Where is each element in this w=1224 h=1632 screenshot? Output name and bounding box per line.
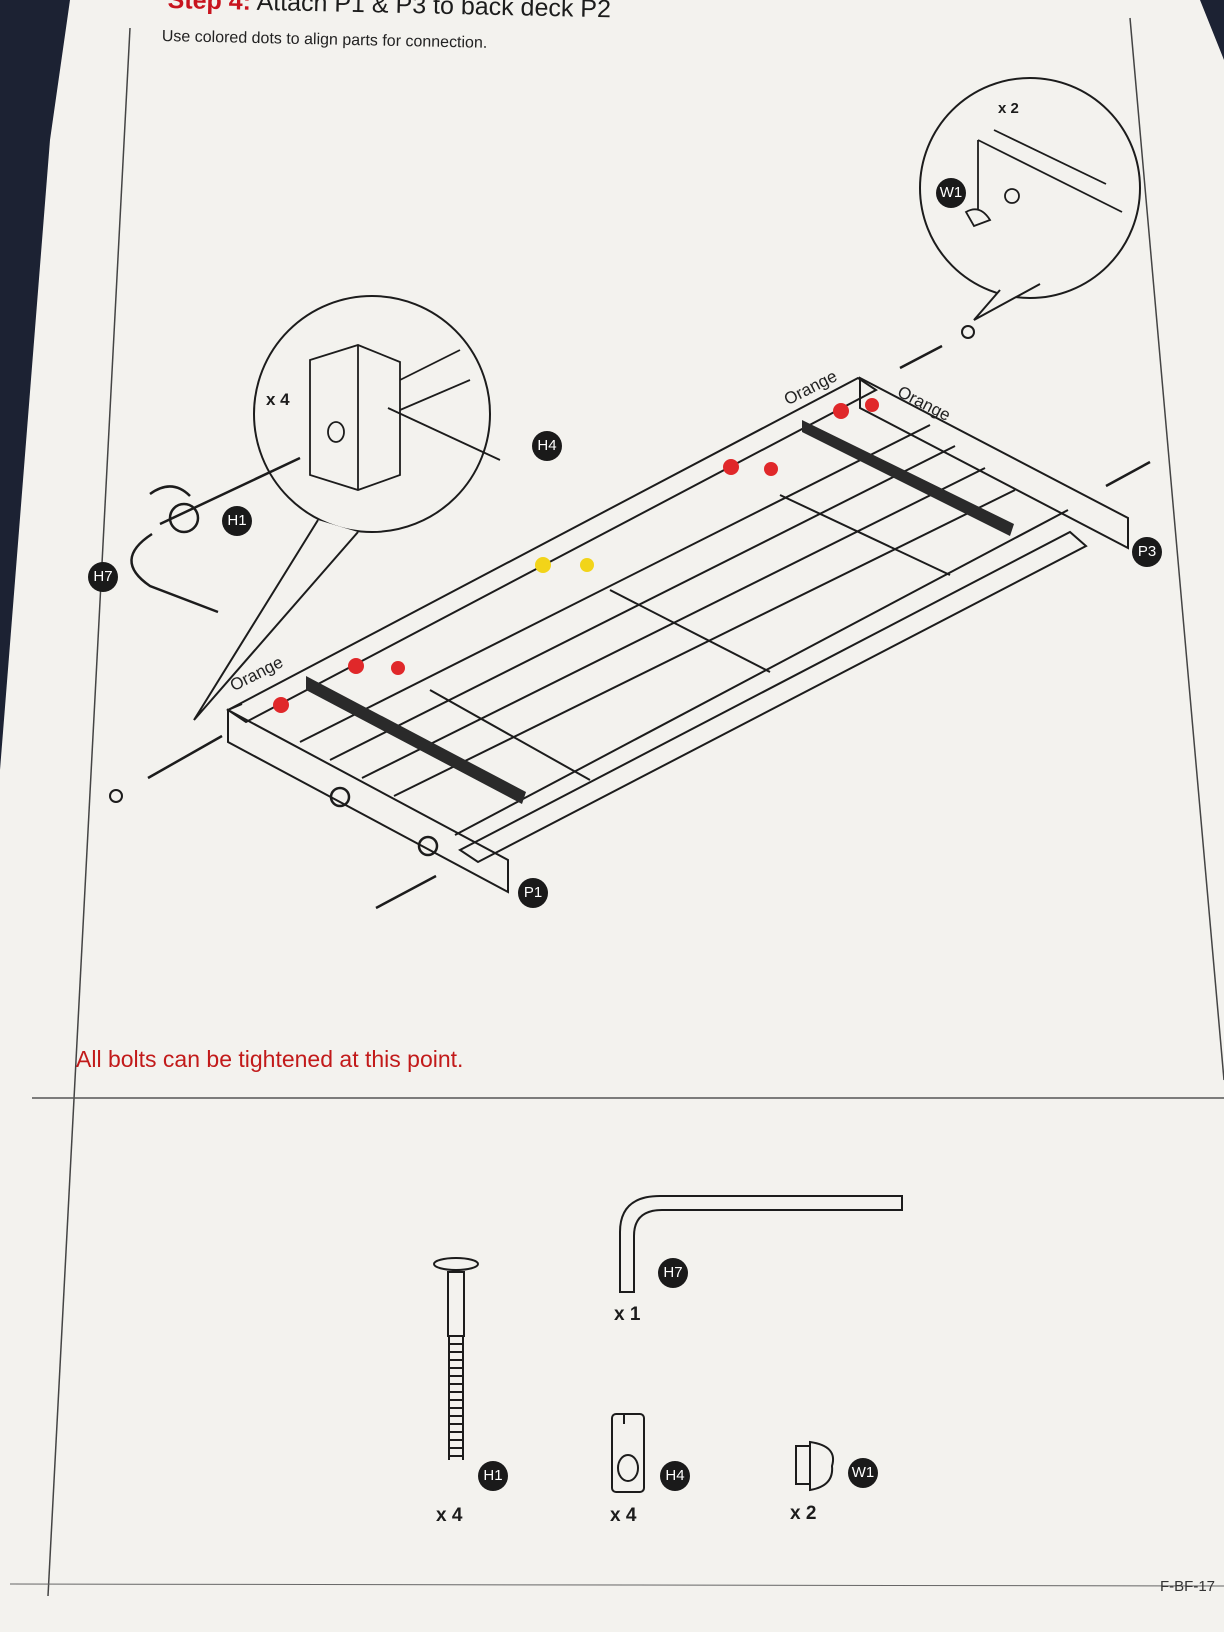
bolt-p3-top: [899, 344, 943, 370]
step-instruction: Use colored dots to align parts for conn…: [161, 28, 488, 52]
step-title: Attach P1 & P3 to back deck P2: [256, 0, 612, 24]
hardware-w1-cap: [795, 1440, 834, 1492]
dot-red: [273, 697, 289, 713]
footer-rule: [9, 1583, 1224, 1587]
part-badge-p1: P1: [518, 878, 548, 908]
center-beam-left: [306, 676, 526, 804]
slat-rail-4: [393, 489, 1016, 797]
barrel-nut-1: [329, 786, 351, 808]
hardware-badge-h4: H4: [660, 1461, 690, 1491]
part-badge-h4: H4: [532, 431, 562, 461]
tighten-note: All bolts can be tightened at this point…: [76, 1046, 464, 1072]
step-label: Step 4:: [167, 0, 252, 16]
end-panel-p1: [227, 708, 509, 894]
color-dots: [273, 398, 879, 713]
part-badge-w1: W1: [936, 178, 966, 208]
dot-red: [865, 398, 879, 412]
hardware-badge-w1: W1: [848, 1458, 878, 1488]
dot-yellow: [535, 557, 551, 573]
hardware-qty-h4: x 4: [610, 1505, 637, 1526]
dot-red: [391, 661, 405, 675]
detail-left-quantity: x 4: [266, 390, 290, 409]
end-panel-p1-edge: [227, 703, 243, 711]
dot-red: [348, 658, 364, 674]
side-rail-front: [226, 376, 878, 724]
bolt-p3-right: [1105, 460, 1151, 488]
page-border: [47, 27, 131, 1597]
detail-right-quantity: x 2: [998, 100, 1019, 117]
barrel-nut-2: [417, 835, 439, 857]
bed-frame-drawing: [226, 376, 1129, 894]
hardware-qty-w1: x 2: [790, 1503, 817, 1524]
callout-pointer-left: [193, 519, 359, 721]
callout-pointer-right: [973, 283, 1041, 321]
part-badge-p3: P3: [1132, 537, 1162, 567]
side-rail-back-top: [454, 509, 1069, 836]
slat-rail-1: [299, 424, 931, 743]
hardware-badge-h1: H1: [478, 1461, 508, 1491]
detail-left-art: [309, 344, 501, 491]
step-heading: Step 4: Attach P1 & P3 to back deck P2: [167, 0, 611, 24]
color-label-orange: Orange: [226, 652, 287, 696]
hardware-h4-nut: [611, 1413, 645, 1493]
slat-rail-3: [361, 467, 986, 779]
slat-rail-2: [329, 445, 956, 761]
color-label-orange: Orange: [780, 366, 841, 410]
dot-red: [723, 459, 739, 475]
detail-right-art: [964, 129, 1123, 228]
hardware-qty-h7: x 1: [614, 1304, 641, 1325]
center-beam-right: [802, 420, 1014, 536]
document-id: F-BF-17: [1160, 1578, 1216, 1595]
dot-red: [833, 403, 849, 419]
bolts: [147, 344, 1151, 910]
side-rail-back: [458, 530, 1088, 864]
hardware-badge-h7: H7: [658, 1258, 688, 1288]
dot-red: [764, 462, 778, 476]
part-badge-h7: H7: [88, 562, 118, 592]
bolt-p1-bottom: [375, 874, 437, 910]
cross-support-1: [429, 689, 591, 781]
detail-callout-left: [253, 295, 491, 533]
cross-support-2: [609, 589, 771, 673]
bolt-p1-left: [147, 734, 223, 780]
dot-yellow: [580, 558, 594, 572]
part-badge-h1: H1: [222, 506, 252, 536]
cap-nut-top: [961, 325, 975, 339]
hardware-h1-bolt: [433, 1257, 479, 1460]
cross-support-3: [779, 494, 951, 576]
color-label-orange: Orange: [894, 382, 954, 425]
cap-nut: [109, 789, 123, 803]
hardware-qty-h1: x 4: [436, 1505, 463, 1526]
allen-key-detail: [130, 456, 301, 614]
